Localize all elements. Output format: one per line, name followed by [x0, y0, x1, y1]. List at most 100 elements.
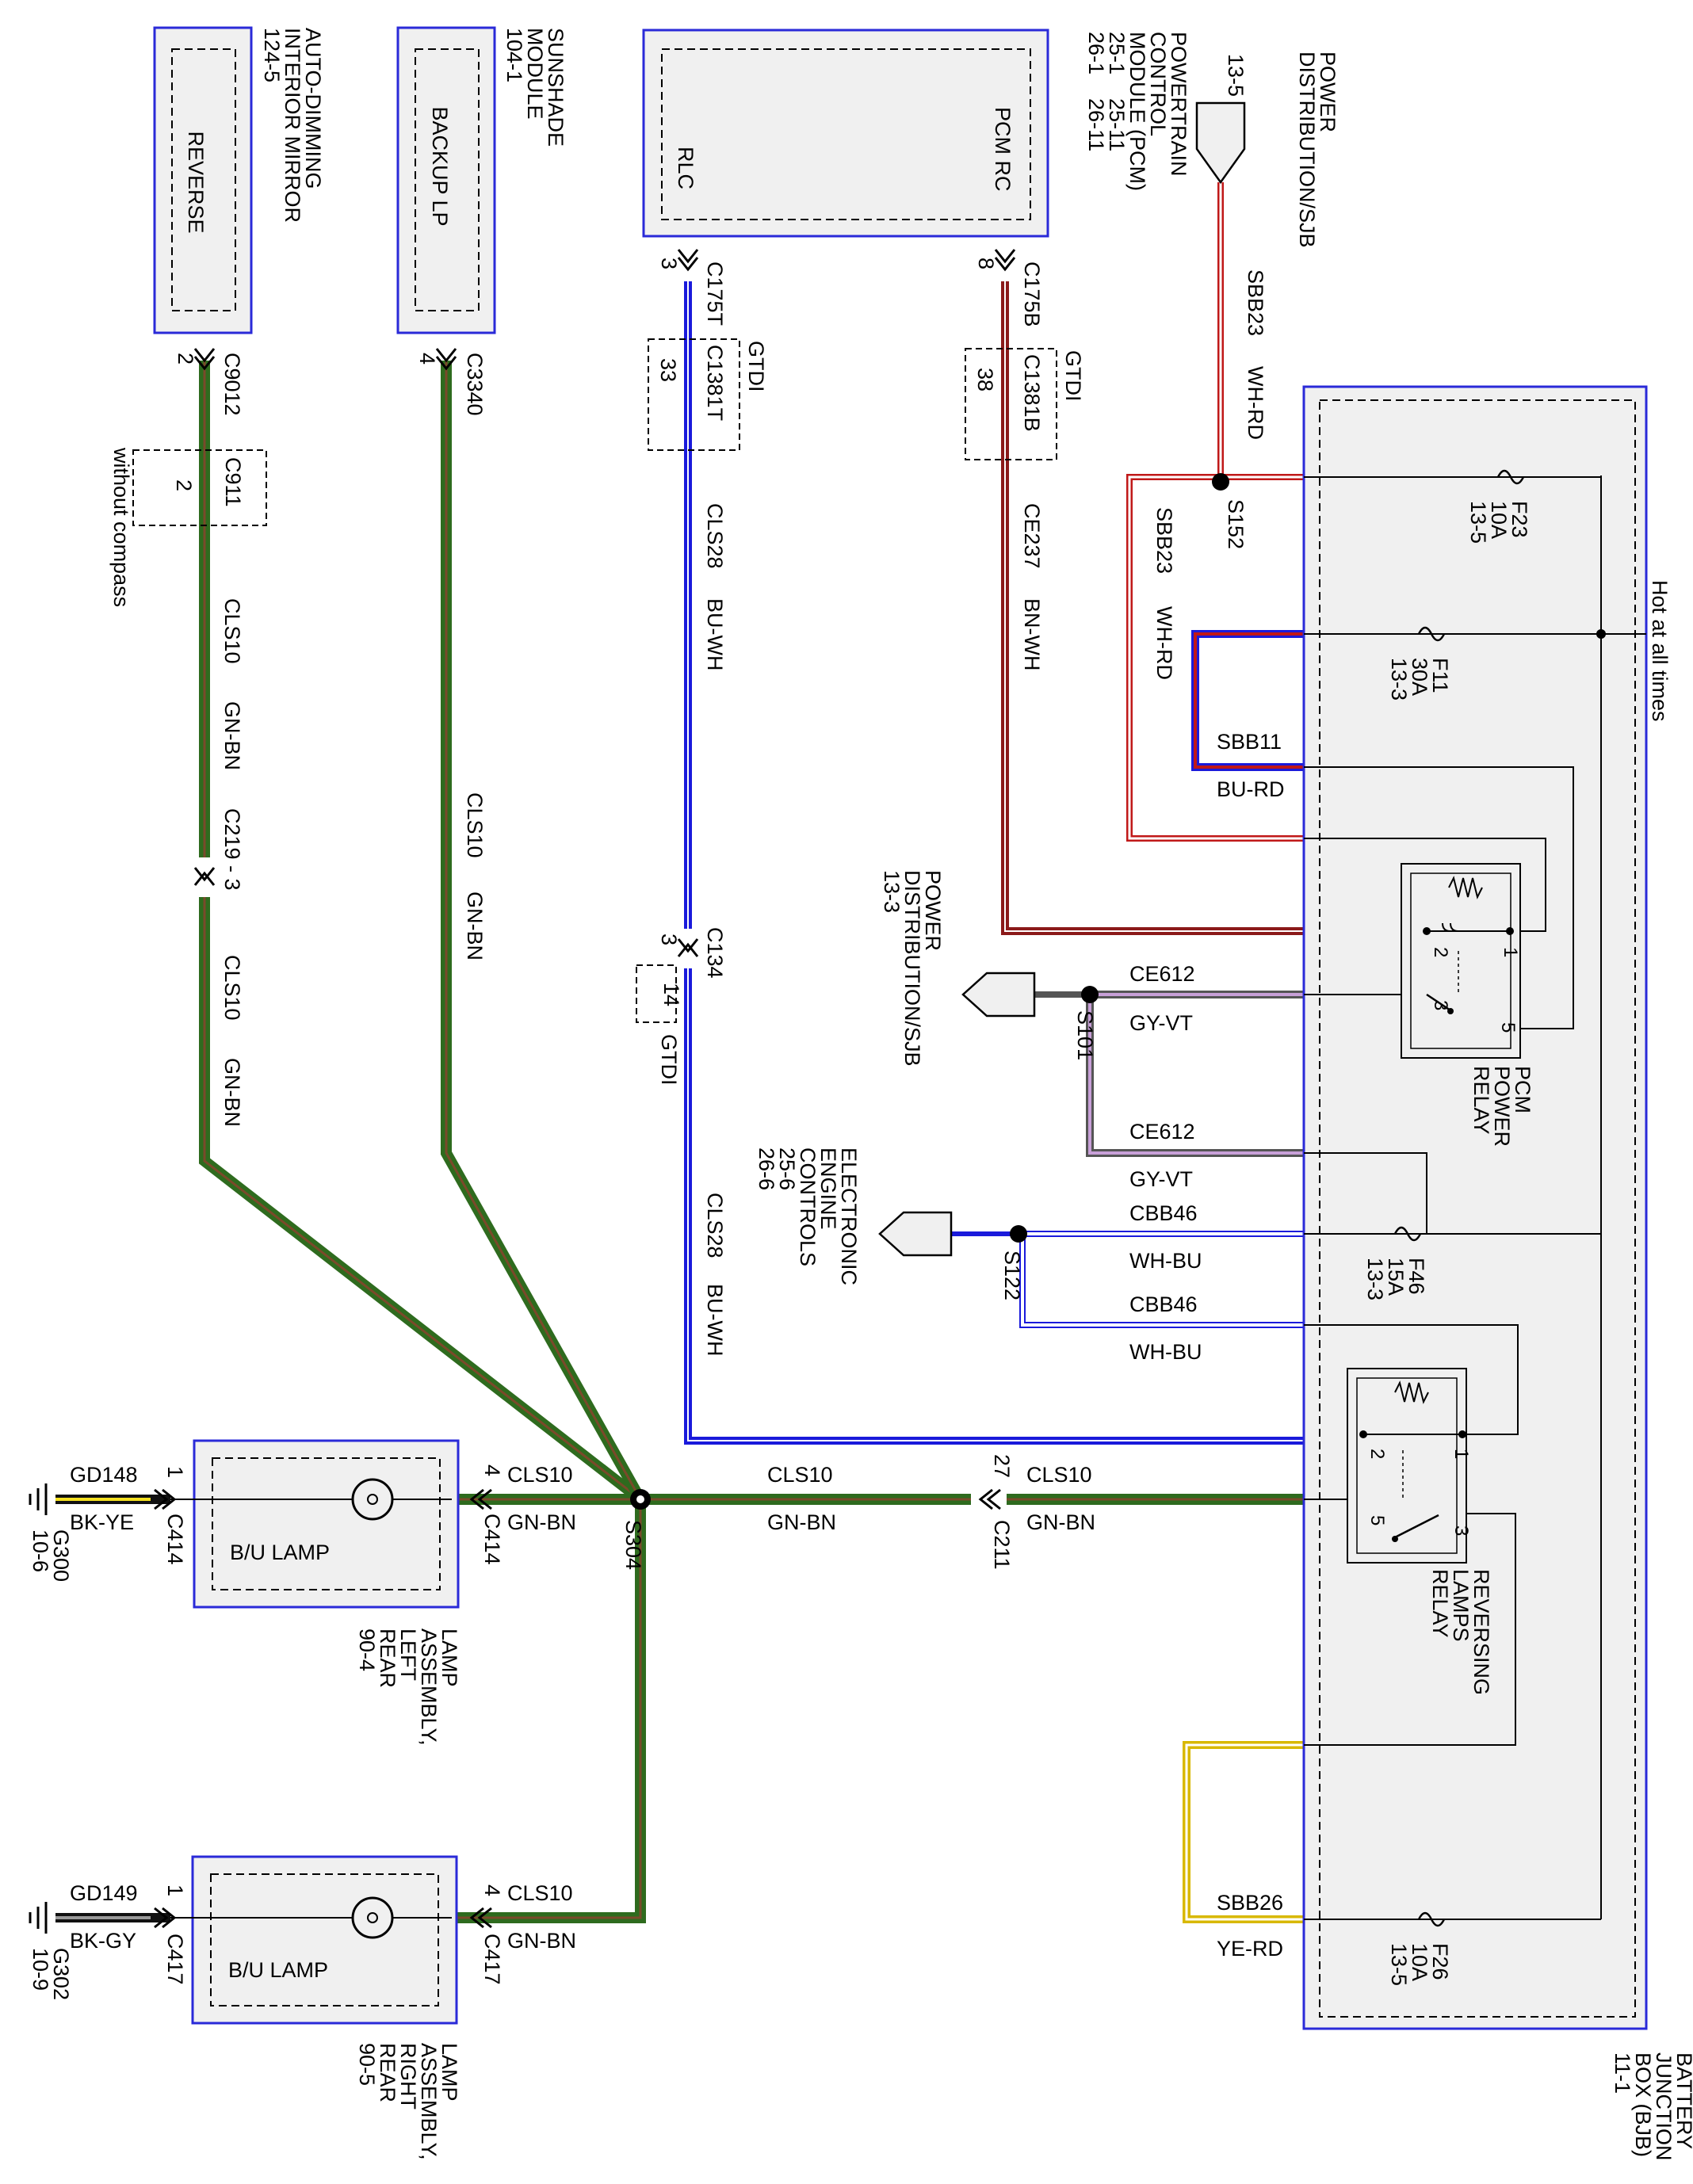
rev-relay-pin1: 1: [1450, 1449, 1472, 1459]
f11-rating: 30A: [1408, 658, 1431, 696]
f11-name: F11: [1428, 658, 1452, 693]
s152-label: S152: [1224, 499, 1248, 549]
c3340-name: C3340: [463, 353, 487, 416]
connector-c414-pin1: C414 1: [154, 1466, 187, 1565]
sunshade-title-1: SUNSHADE: [544, 28, 568, 147]
f23-ref: 13-5: [1466, 501, 1490, 544]
c414a-pin: 4: [480, 1464, 504, 1476]
c134-name: C134: [703, 927, 727, 979]
lamp-left-title-2: ASSEMBLY,: [417, 1628, 441, 1746]
eec-title-2: ENGINE: [816, 1147, 840, 1230]
label-sbb23-loop-color: WH-RD: [1152, 606, 1176, 680]
wire-sbb11: [1191, 630, 1304, 771]
label-cls10-sunshade-circuit: CLS10: [463, 792, 487, 858]
lamp-right-title-1: LAMP: [438, 2043, 461, 2102]
label-cbb46-upper-circuit: CBB46: [1129, 1201, 1198, 1225]
sunshade-module: BACKUP LP SUNSHADE MODULE 104-1: [396, 26, 568, 334]
sunshade-inner-label: BACKUP LP: [428, 106, 452, 226]
c417a-pin: 4: [480, 1884, 504, 1896]
g300-name: G300: [49, 1529, 73, 1582]
wire-cls28: [684, 281, 1304, 1445]
connector-c175b: C175B 8: [974, 249, 1044, 327]
c134-pin1: 3: [657, 934, 681, 945]
rev-relay-switch-icon: [1394, 1514, 1439, 1539]
label-sbb11-color: BU-RD: [1217, 777, 1285, 801]
label-cls10-mirror-lower-circuit: CLS10: [220, 955, 244, 1021]
bjb-title-1: BATTERY: [1672, 2052, 1693, 2149]
bjb-title-4: 11-1: [1611, 2052, 1634, 2094]
mirror-title-2: INTERIOR MIRROR: [281, 28, 304, 223]
splice-s101: [1081, 986, 1099, 1003]
c1381t-name: C1381T: [703, 345, 727, 421]
lamp-left-title-5: 90-4: [355, 1628, 379, 1671]
fuse-f11: F11 30A 13-3: [1387, 626, 1452, 701]
lamp-assembly-right-rear: B/U LAMP LAMP ASSEMBLY, RIGHT REAR 90-5: [170, 1855, 461, 2160]
pcm-relay-pin1: 1: [1500, 947, 1521, 957]
splice-s152: [1212, 473, 1229, 491]
label-ce612-upper-circuit: CE612: [1129, 962, 1195, 986]
lamp-right-title-2: ASSEMBLY,: [417, 2043, 441, 2160]
connector-c175t: C175T 3: [657, 249, 727, 326]
power-distribution-top: POWER DISTRIBUTION/SJB 13-5: [1195, 52, 1339, 248]
pcm-relay-title-1: PCM: [1511, 1066, 1534, 1113]
pcm-relay-pin5: 5: [1497, 1022, 1519, 1033]
lamp-right-title-5: 90-5: [355, 2043, 379, 2086]
electronic-engine-controls: ELECTRONIC ENGINE CONTROLS 25-6 26-6: [755, 1147, 953, 1285]
auto-dimming-mirror: REVERSE AUTO-DIMMING INTERIOR MIRROR 124…: [153, 26, 325, 334]
c134-pin2: 14: [659, 983, 683, 1006]
pwr-dist-top-title-1: POWER: [1316, 52, 1339, 132]
label-gd148-circuit: GD148: [70, 1463, 138, 1487]
eec-title-5: 26-6: [755, 1147, 778, 1190]
eec-title-3: CONTROLS: [796, 1147, 820, 1266]
label-sbb26-circuit: SBB26: [1217, 1891, 1283, 1915]
fuse-f26: F26 10A 13-5: [1387, 1911, 1452, 1986]
label-gd149-circuit: GD149: [70, 1881, 138, 1905]
connector-c911: C911 2 without compass: [109, 447, 267, 607]
connector-c417-pin1: C417 1: [154, 1884, 187, 1985]
label-cls10-mid-color: GN-BN: [767, 1510, 836, 1534]
rev-relay-title-1: REVERSING: [1469, 1569, 1493, 1695]
wire-cls10-mirror: [199, 361, 644, 1504]
c1381t-note: GTDI: [744, 341, 768, 392]
label-gd149-color: BK-GY: [70, 1929, 136, 1953]
g302-name: G302: [49, 1948, 73, 2000]
s101-label: S101: [1073, 1010, 1097, 1060]
lamp-left-inner-label: B/U LAMP: [230, 1541, 330, 1564]
connector-c417-pin4: C417 4: [469, 1884, 504, 1985]
label-cls10-right-lamp-circuit: CLS10: [507, 1881, 573, 1905]
rev-relay-pin2: 2: [1366, 1449, 1388, 1459]
s304-label: S304: [621, 1520, 645, 1570]
label-sbb23-loop-circuit: SBB23: [1152, 507, 1176, 574]
label-cls28-lower-circuit: CLS28: [703, 1193, 727, 1258]
fuse-f23: F23 10A 13-5: [1466, 469, 1531, 544]
pcm-relay-pin3: 3: [1430, 1000, 1451, 1010]
label-ce612-upper-color: GY-VT: [1129, 1011, 1193, 1035]
bjb-title-2: JUNCTION: [1652, 2052, 1676, 2161]
ground-g300: G300 10-6: [29, 1483, 73, 1582]
c1381b-pin: 38: [973, 368, 997, 391]
pcm-pin-pcmrc: PCM RC: [991, 107, 1015, 192]
lamp-right-title-4: REAR: [376, 2043, 399, 2102]
f23-rating: 10A: [1487, 501, 1511, 539]
eec-title-4: 25-6: [775, 1147, 799, 1190]
f46-to-ce612: [1304, 1152, 1427, 1235]
label-cbb46-lower-circuit: CBB46: [1129, 1292, 1198, 1316]
c417b-name: C417: [163, 1934, 187, 1985]
mirror-inner-label: REVERSE: [184, 131, 208, 233]
pwr-dist-mid-title-3: 13-3: [880, 870, 904, 913]
rev-relay-title-3: RELAY: [1428, 1569, 1452, 1638]
pcm-pin-rlc: RLC: [674, 147, 697, 189]
label-cbb46-upper-color: WH-BU: [1129, 1249, 1202, 1273]
label-cls28-upper-circuit: CLS28: [703, 503, 727, 569]
label-ce612-lower-circuit: CE612: [1129, 1120, 1195, 1144]
c219-name: C219 - 3: [220, 808, 244, 891]
ground-g302: G302 10-9: [29, 1902, 73, 2000]
label-ce237-circuit: CE237: [1020, 503, 1044, 569]
pwr-dist-mid-title-1: POWER: [921, 870, 945, 951]
f26-ref: 13-5: [1387, 1943, 1411, 1986]
f46-rating: 15A: [1384, 1258, 1408, 1296]
pcm-title-4: 25-1 25-11: [1105, 32, 1129, 151]
f11-ref: 13-3: [1387, 658, 1411, 701]
rev-relay-resistor-icon: [1394, 1380, 1429, 1404]
label-cls10-relay-color: GN-BN: [1026, 1510, 1095, 1534]
